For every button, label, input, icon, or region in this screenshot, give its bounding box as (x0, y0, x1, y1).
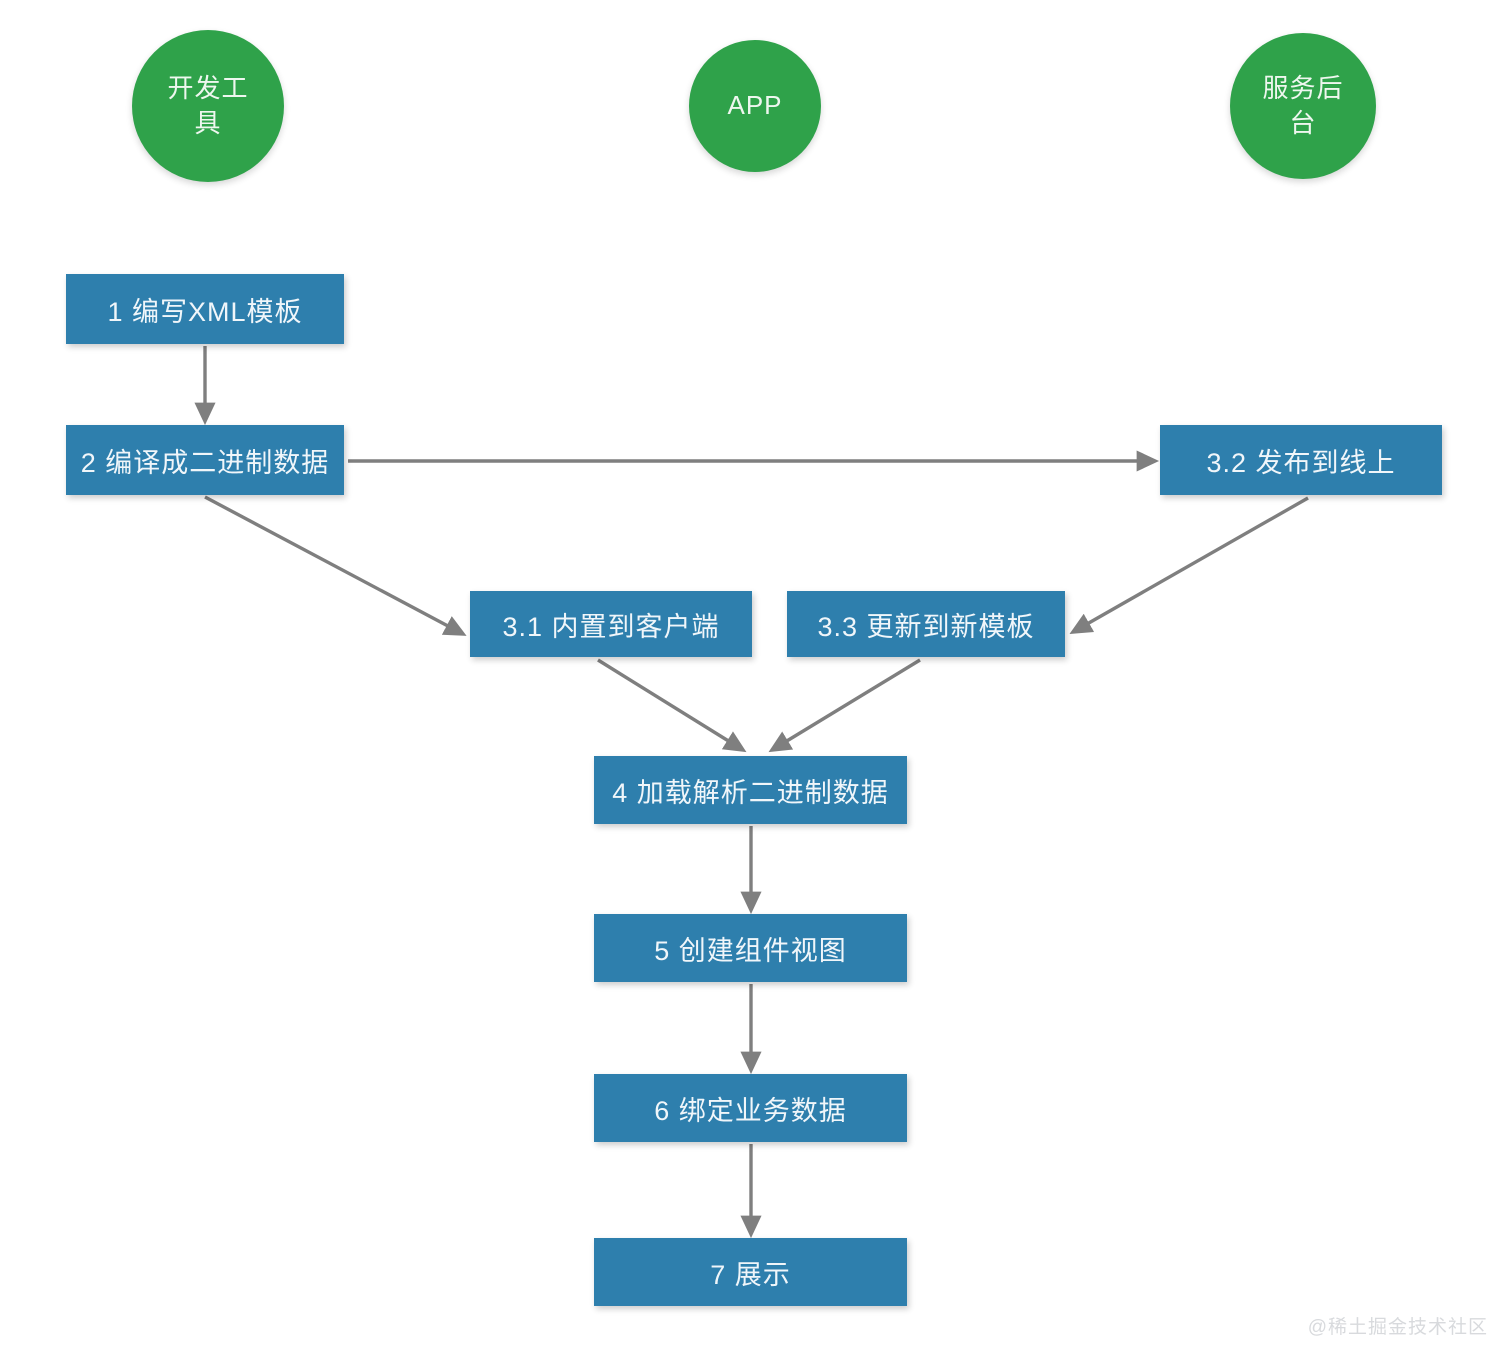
process-label: 4 加载解析二进制数据 (612, 777, 889, 808)
swimlane-label: APP (727, 90, 783, 121)
process-label: 2 编译成二进制数据 (80, 447, 330, 478)
process-node-33: 3.3 更新到新模板 (787, 591, 1065, 657)
process-label: 3.1 内置到客户端 (502, 611, 720, 642)
edge-31-to-4 (597, 658, 747, 753)
process-label: 7 展示 (710, 1259, 791, 1290)
process-node-1: 1 编写XML模板 (66, 274, 344, 344)
swimlane-label: 服务后台 (1262, 72, 1344, 138)
process-node-5: 5 创建组件视图 (594, 914, 907, 982)
process-label: 3.3 更新到新模板 (817, 611, 1035, 642)
swimlane-lane-server: 服务后台 (1230, 33, 1376, 179)
edge-32-to-33 (1069, 496, 1309, 635)
process-label: 1 编写XML模板 (107, 296, 303, 327)
process-label: 3.2 发布到线上 (1206, 447, 1396, 478)
process-node-6: 6 绑定业务数据 (594, 1074, 907, 1142)
process-node-2: 2 编译成二进制数据 (66, 425, 344, 495)
process-node-31: 3.1 内置到客户端 (470, 591, 752, 657)
watermark: @稀土掘金技术社区 (1307, 1317, 1488, 1338)
swimlane-lane-app: APP (689, 40, 821, 172)
process-node-4: 4 加载解析二进制数据 (594, 756, 907, 824)
edge-2-to-31 (204, 495, 467, 636)
process-label: 5 创建组件视图 (654, 935, 847, 966)
swimlane-lane-dev-tool: 开发工具 (132, 30, 284, 182)
process-label: 6 绑定业务数据 (654, 1095, 847, 1126)
process-node-32: 3.2 发布到线上 (1160, 425, 1442, 495)
process-node-7: 7 展示 (594, 1238, 907, 1306)
swimlane-label: 开发工具 (167, 72, 249, 138)
edge-33-to-4 (768, 658, 921, 753)
